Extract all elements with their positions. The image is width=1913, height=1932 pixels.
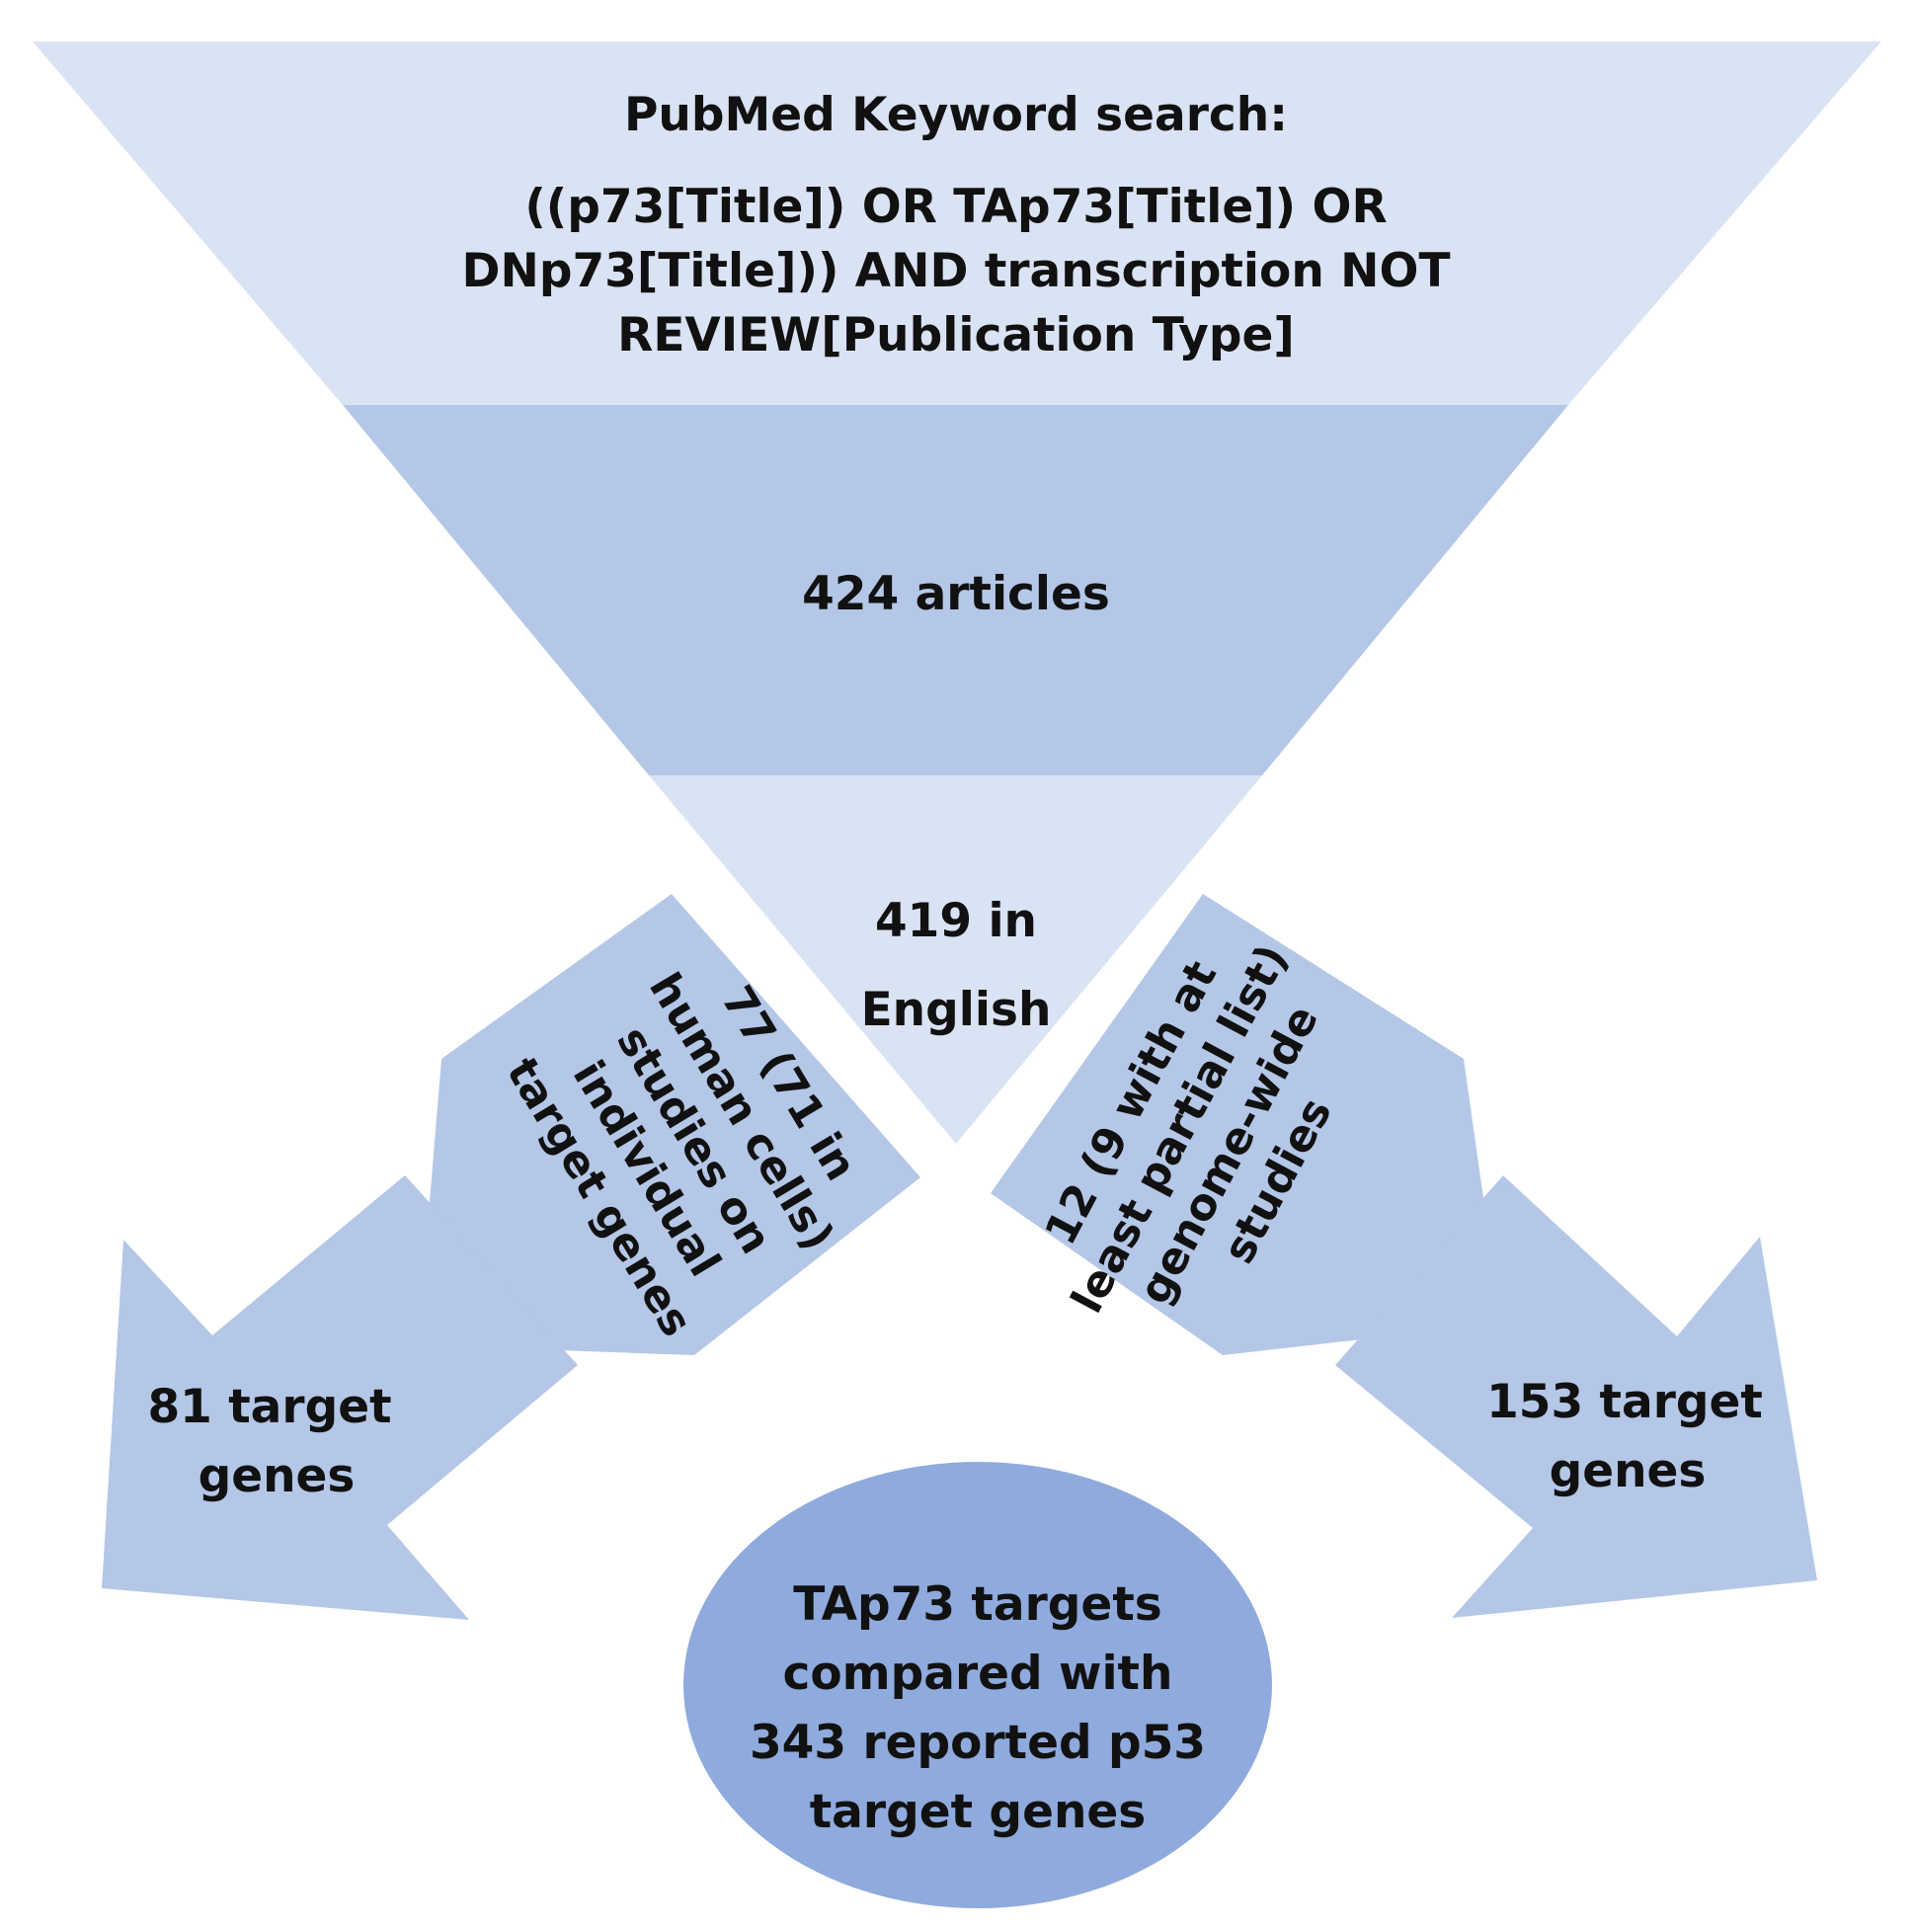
- result-line: compared with: [782, 1647, 1172, 1701]
- english-count-line: 419 in: [875, 894, 1037, 948]
- right-arrow: [1335, 1175, 1817, 1618]
- english-count-line: English: [861, 983, 1052, 1037]
- left-arrow: [102, 1175, 578, 1620]
- left-arrow-label: 81 target: [147, 1380, 391, 1434]
- search-query-line: ((p73[Title]) OR TAp73[Title]) OR: [524, 180, 1387, 234]
- search-query-line: REVIEW[Publication Type]: [617, 308, 1295, 362]
- right-arrow-label: 153 target: [1486, 1375, 1763, 1429]
- result-line: TAp73 targets: [793, 1577, 1162, 1632]
- right-arrow-label: genes: [1550, 1444, 1707, 1498]
- result-ellipse: [683, 1462, 1272, 1908]
- result-line: 343 reported p53: [750, 1716, 1206, 1770]
- funnel-tier-search: [33, 41, 1881, 405]
- left-arrow-label: genes: [199, 1449, 356, 1503]
- result-line: target genes: [810, 1785, 1147, 1839]
- left-study-box: [418, 894, 920, 1355]
- funnel-tier-english: [649, 775, 1262, 1144]
- funnel-tier-articles: [343, 405, 1568, 775]
- search-query-line: DNp73[Title])) AND transcription NOT: [461, 244, 1450, 298]
- right-study-box: [991, 894, 1501, 1355]
- search-heading: PubMed Keyword search:: [624, 88, 1288, 142]
- articles-count: 424 articles: [802, 567, 1110, 621]
